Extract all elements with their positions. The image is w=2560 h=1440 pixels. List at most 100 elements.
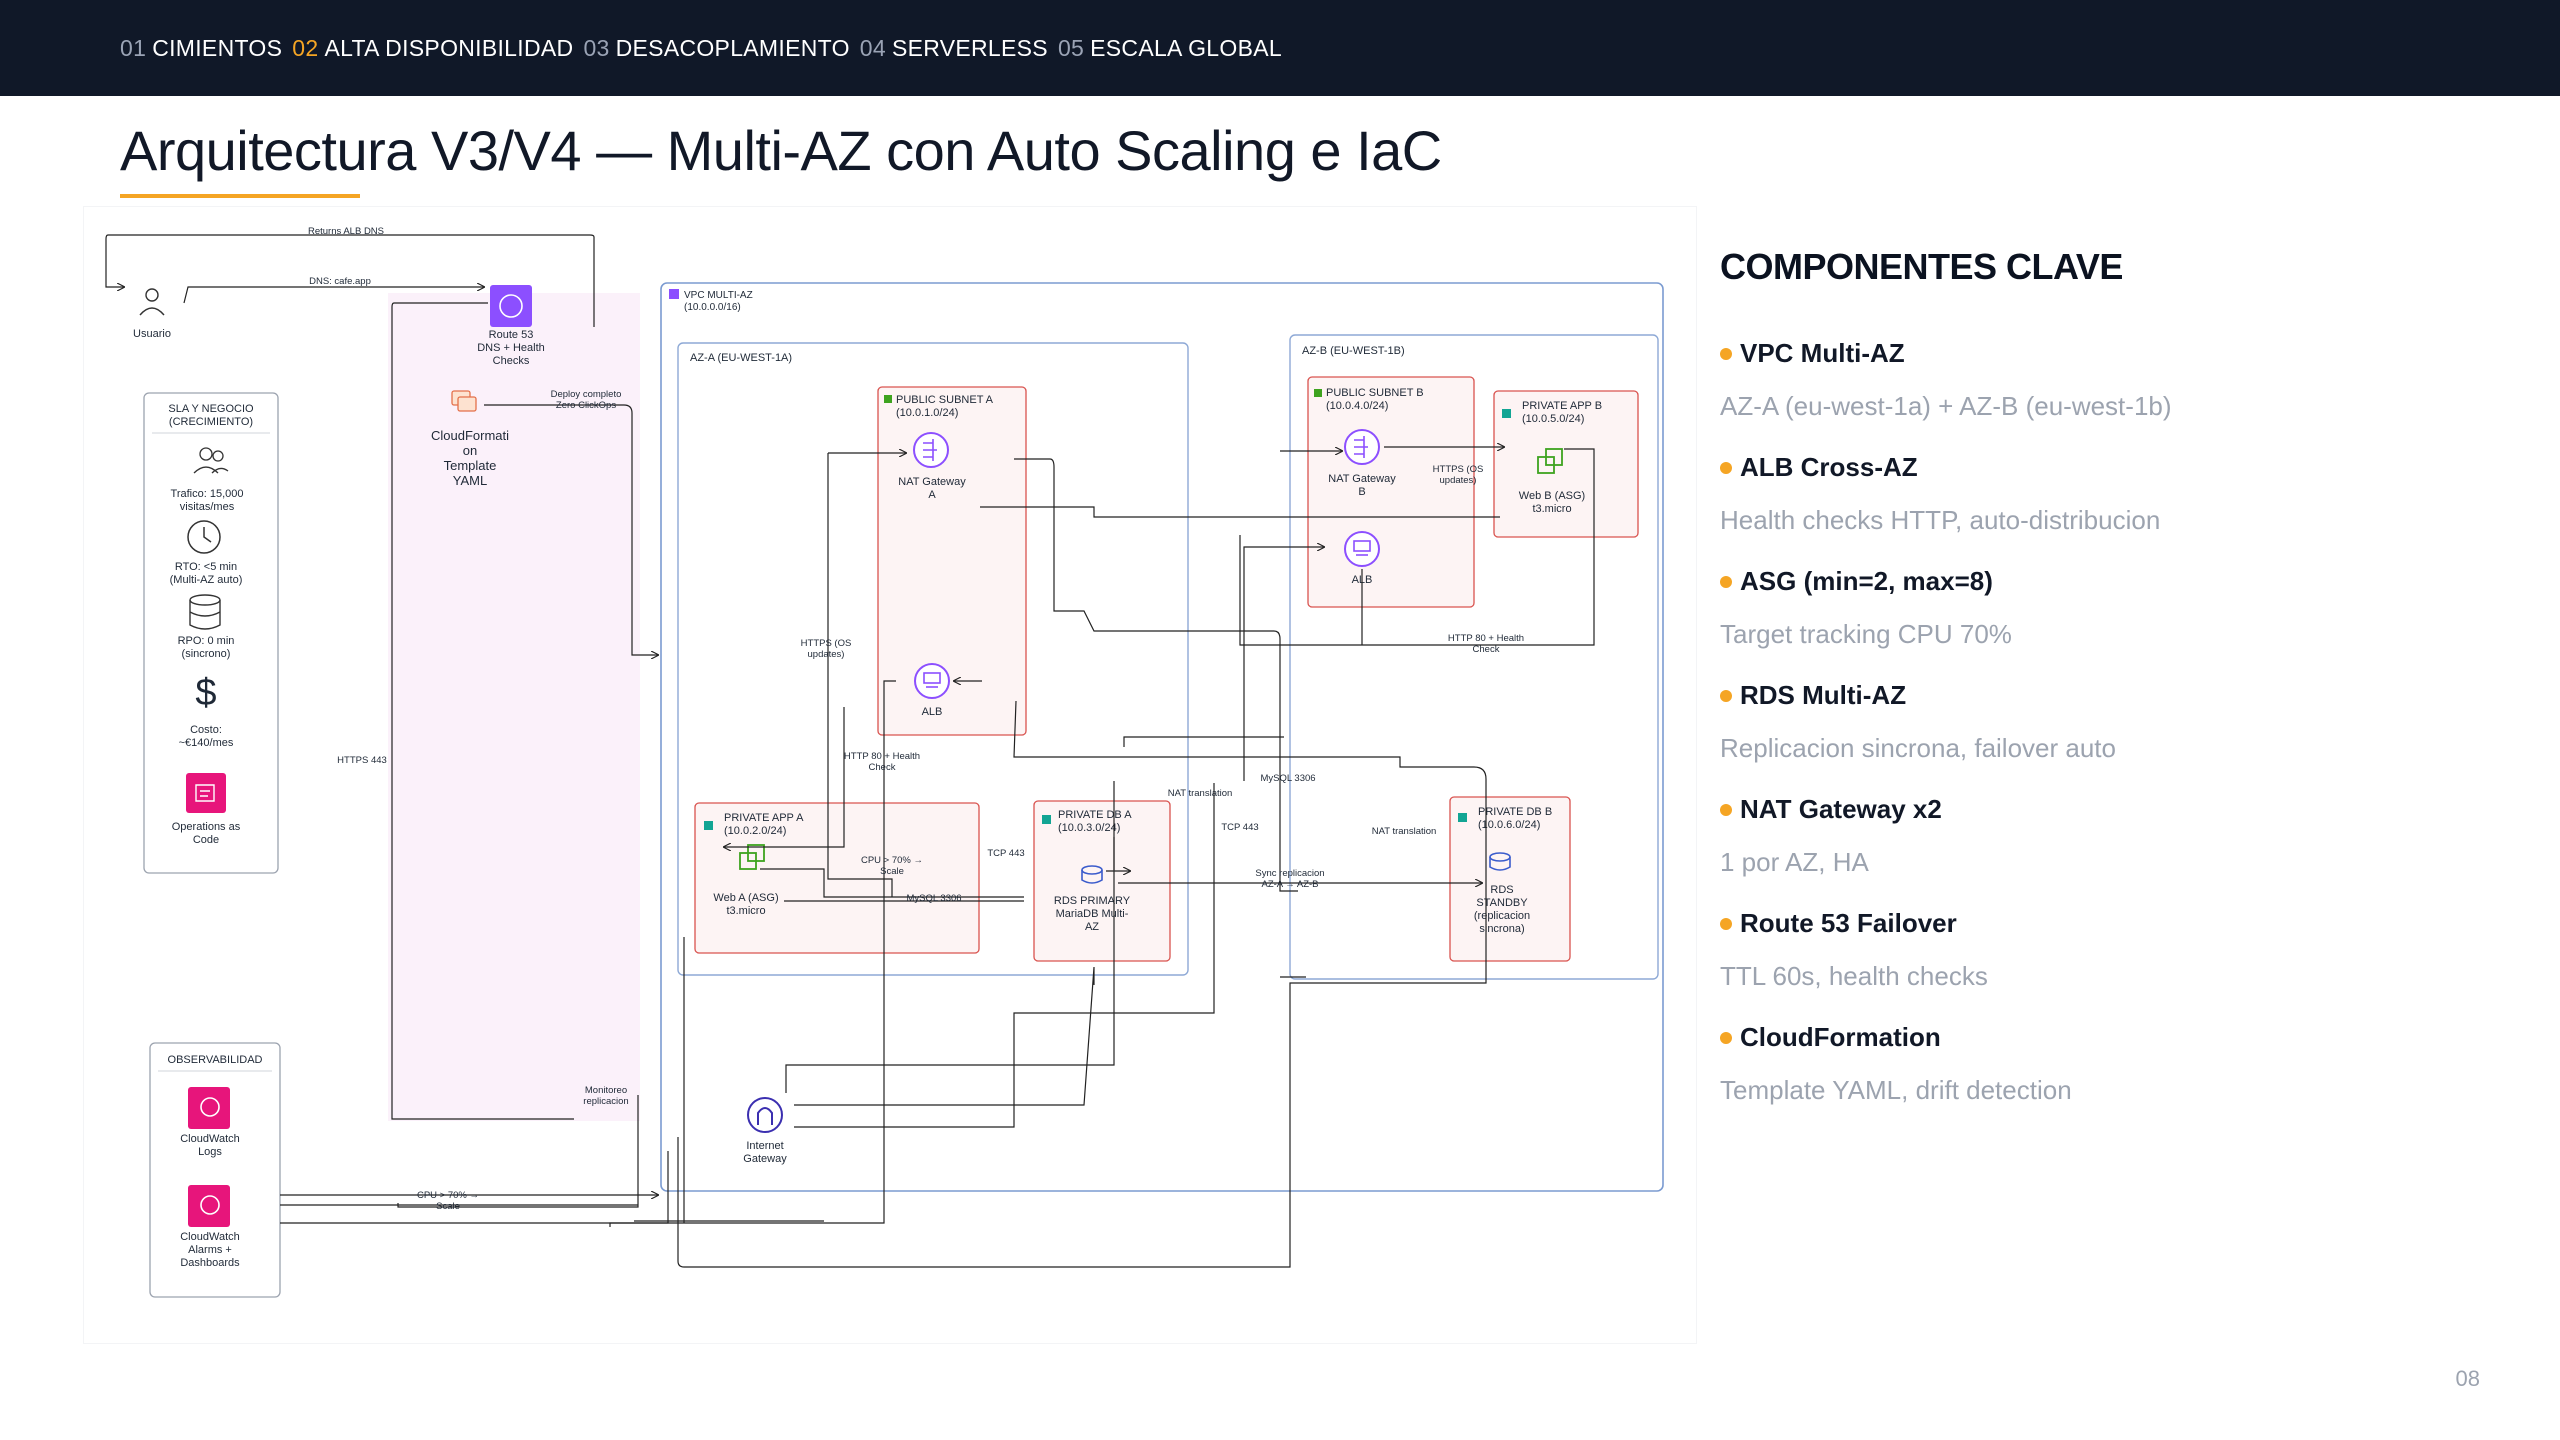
edge-label-https-os-a-1: HTTPS (OS [801,638,852,649]
sla-cost-2: ~€140/mes [179,737,234,749]
private-app-b [1493,390,1639,538]
observability-box [149,1042,281,1298]
edge-label-dns: DNS: cafe.app [309,276,371,287]
public-subnet-a-icon [884,395,892,403]
rds-primary-label-1: RDS PRIMARY [1054,895,1131,907]
edge-monitor-link [609,1217,885,1227]
edge-label-deploy-2: Zero ClickOps [556,400,616,411]
edge-label-mysql-a: MySQL 3306 [906,893,961,904]
bullet-dot [1720,917,1732,930]
edge-label-nat-trans-b: NAT translation [1372,826,1437,837]
component-desc: Replicacion sincrona, failover auto [1720,733,2116,763]
edge-nat-route [1014,458,1298,892]
private-app-b-icon [1502,409,1511,418]
edge-label-cpu-alarm-1: CPU > 70% → [417,1190,479,1201]
component-item: VPC Multi-AZ AZ-A (eu-west-1a) + AZ-B (e… [1720,338,2460,422]
public-subnet-a-label: PUBLIC SUBNET A [896,394,994,406]
user-label: Usuario [133,328,171,340]
edge-http-80-b [1239,448,1595,646]
nat-a-label-2: A [928,489,936,501]
private-app-a [694,802,980,954]
route53-icon-glyph [499,294,523,318]
component-desc: Template YAML, drift detection [1720,1075,2072,1105]
edge-label-tcp443-b: TCP 443 [1221,822,1258,833]
component-name: ASG (min=2, max=8) [1740,566,1993,596]
sla-rto-2: (Multi-AZ auto) [170,574,243,586]
route53-label-3: Checks [493,355,530,367]
edge-label-cpu-2: Scale [880,866,904,877]
private-db-a-icon [1042,815,1051,824]
alb-a-icon [914,663,950,699]
public-subnet-b-label: PUBLIC SUBNET B [1326,387,1424,399]
web-a-asg-icon [739,844,765,870]
edge-label-monitor-2: replicacion [583,1096,628,1107]
component-item: Route 53 Failover TTL 60s, health checks [1720,908,2460,992]
cloudwatch-alarms-icon [188,1185,230,1227]
dollar-icon: $ [195,672,216,714]
component-desc: AZ-A (eu-west-1a) + AZ-B (eu-west-1b) [1720,391,2172,421]
alb-b-icon [1344,531,1380,567]
sla-rpo-1: RPO: 0 min [178,635,235,647]
edge-label-tcp443-a: TCP 443 [987,848,1024,859]
component-item: RDS Multi-AZ Replicacion sincrona, failo… [1720,680,2460,764]
rds-standby-label-2: STANDBY [1476,897,1528,909]
component-item: ASG (min=2, max=8) Target tracking CPU 7… [1720,566,2460,650]
rds-standby-label-4: sincrona) [1479,923,1524,935]
rds-primary-label-3: AZ [1085,921,1099,933]
vpc-icon [669,289,679,299]
edge-cpu-scale [760,868,1024,898]
connectors [105,234,1595,1268]
vpc-label-1: VPC MULTI-AZ [684,290,753,301]
sla-title-1: SLA Y NEGOCIO [168,403,254,415]
bullet-dot [1720,1031,1732,1044]
component-name: ALB Cross-AZ [1740,452,1918,482]
private-db-a-label: PRIVATE DB A [1058,809,1132,821]
private-db-a-cidr: (10.0.3.0/24) [1058,822,1120,834]
edge-label-https-os-a-2: updates) [808,649,845,660]
edge-nat-trans-top [1123,736,1284,747]
user-icon [139,288,165,316]
alb-a-label: ALB [922,706,943,718]
nat-b-label-1: NAT Gateway [1328,473,1396,485]
edge-tcp-443 [785,781,1115,1093]
edge-label-returns: Returns ALB DNS [308,226,384,237]
edge-http-80 [724,707,845,847]
component-desc: Target tracking CPU 70% [1720,619,2012,649]
private-app-a-icon [704,821,713,830]
sla-traffic-2: visitas/mes [180,501,235,513]
cfn-label-1: CloudFormati [431,428,509,443]
private-app-a-label: PRIVATE APP A [724,812,804,824]
route53-label-1: Route 53 [489,329,534,341]
edge-returns [105,234,595,327]
edge-label-https-os-b-2: updates) [1440,475,1477,486]
edge-label-http80-b-1: HTTP 80 + Health [1448,633,1524,644]
cfn-label-4: YAML [453,473,487,488]
edge-alb-to-web-b [980,506,1500,518]
vpc-label-2: (10.0.0.0/16) [684,302,741,313]
nat-b-label-2: B [1358,486,1365,498]
edge-label-http80-a-1: HTTP 80 + Health [844,751,920,762]
edge-igw-right [794,966,1095,1106]
edge-deploy [484,404,658,655]
web-b-asg-icon [1537,448,1563,474]
edge-label-mysql-b: MySQL 3306 [1260,773,1315,784]
component-name: CloudFormation [1740,1022,1941,1052]
private-app-b-cidr: (10.0.5.0/24) [1522,413,1584,425]
components-panel: COMPONENTES CLAVE VPC Multi-AZ AZ-A (eu-… [1720,246,2460,1136]
private-app-b-label: PRIVATE APP B [1522,400,1602,412]
cloudformation-icon [451,390,477,412]
component-desc: Health checks HTTP, auto-distribucion [1720,505,2161,535]
edge-mysql-3306 [794,783,1215,1128]
component-item: NAT Gateway x2 1 por AZ, HA [1720,794,2460,878]
edge-dns [183,287,484,304]
web-b-label-1: Web B (ASG) [1519,490,1585,502]
traffic-users-icon [193,447,229,474]
bullet-dot [1720,803,1732,816]
iac-region [388,293,640,1121]
